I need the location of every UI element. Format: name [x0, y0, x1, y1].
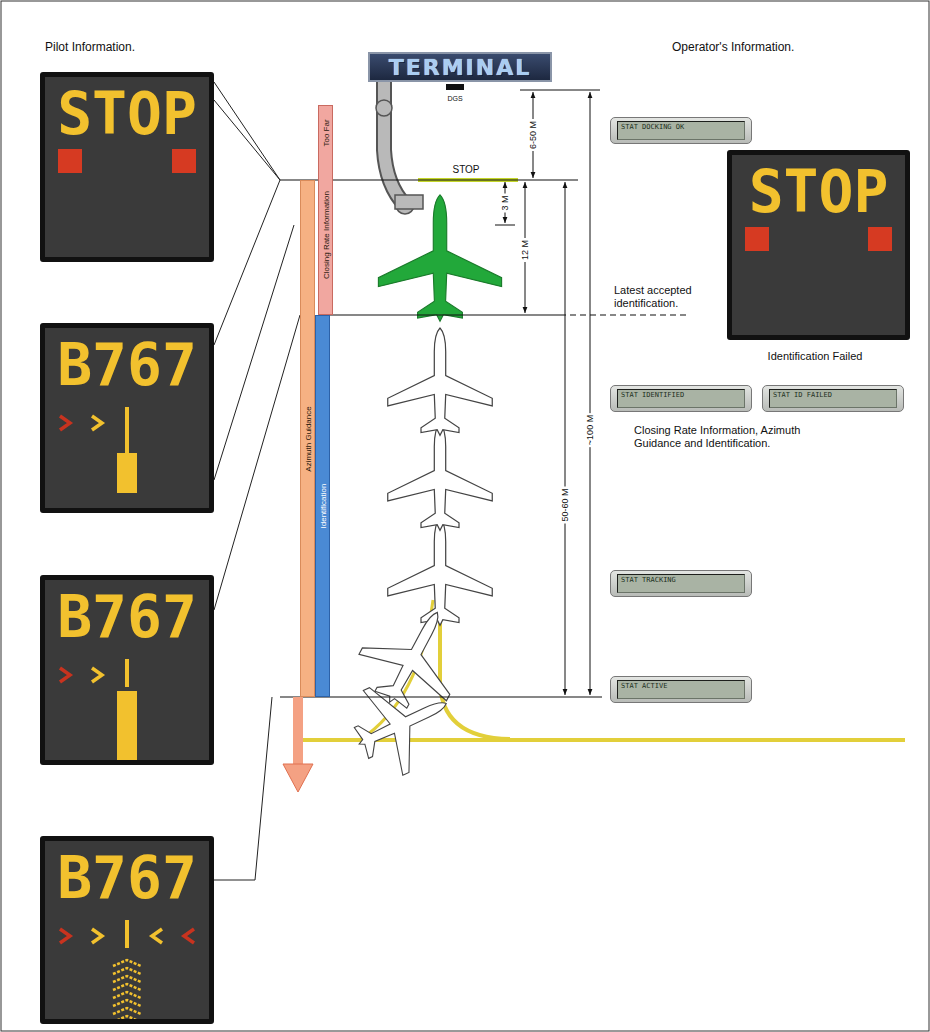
stop-lamp — [868, 227, 892, 251]
azimuth-arrow — [92, 668, 102, 682]
dimension: 6-50 M — [528, 119, 539, 151]
dimension: 12 M — [520, 238, 531, 262]
jet-bridge-rotunda — [376, 100, 392, 116]
approach-chevron — [113, 992, 141, 998]
status-screen: STAT ACTIVE — [610, 676, 752, 703]
display-panel: STOP — [40, 72, 214, 262]
stop-lamp — [58, 149, 82, 173]
leader-line — [214, 100, 280, 180]
dimension-line — [565, 182, 566, 695]
status-text: STAT DOCKING OK — [617, 121, 745, 140]
display-text: B767 — [45, 841, 209, 909]
direction-arrow — [293, 697, 303, 765]
aircraft — [388, 423, 493, 530]
dimension: 3 M — [500, 193, 511, 212]
azimuth-arrow — [92, 416, 102, 430]
terminal-text: TERMINAL — [389, 55, 532, 80]
reference-line — [520, 90, 600, 91]
leader-line — [214, 225, 294, 480]
zone-bar: Azimuth Guidance — [300, 180, 315, 697]
status-text: STAT IDENTIFIED — [617, 389, 745, 408]
aircraft — [346, 589, 481, 725]
section-heading: Operator's Information. — [672, 40, 794, 54]
reference-line — [560, 314, 690, 315]
zone-bar: Identification — [315, 315, 330, 697]
annotation: Closing Rate Information, Azimuth Guidan… — [634, 424, 809, 450]
zone-text: Closing Rate Information — [321, 191, 330, 279]
status-screen: STAT ID FAILED — [762, 385, 904, 412]
stop-lamp — [172, 149, 196, 173]
status-text: STAT TRACKING — [617, 574, 745, 593]
reference-line — [495, 225, 515, 226]
display-text: STOP — [45, 77, 209, 145]
approach-chevron — [113, 984, 141, 990]
dgs-unit — [446, 84, 464, 90]
azimuth-arrow — [60, 416, 70, 430]
aircraft — [388, 518, 493, 625]
status-screen: STAT IDENTIFIED — [610, 385, 752, 412]
azimuth-arrow — [152, 929, 162, 943]
approach-chevron — [113, 1016, 141, 1019]
centre-line — [125, 407, 129, 435]
reference-line — [330, 314, 560, 315]
section-heading: Pilot Information. — [45, 40, 135, 54]
approach-chevron — [113, 960, 141, 966]
display-text: STOP — [732, 155, 905, 223]
unit-label: DGS — [447, 95, 462, 103]
azimuth-arrow — [184, 929, 194, 943]
zone-bar: Closing Rate Information Too Far — [318, 105, 333, 315]
dimension: 50-60 M — [560, 486, 571, 523]
centre-line — [125, 920, 129, 948]
aircraft — [388, 328, 493, 435]
stop-label: STOP — [452, 164, 479, 176]
status-text: STAT ID FAILED — [769, 389, 897, 408]
jet-bridge-cab — [395, 195, 423, 209]
closing-rate-bar — [125, 435, 129, 453]
terminal-sign: TERMINAL — [368, 52, 552, 82]
docked-aircraft — [378, 195, 501, 322]
display-text: B767 — [45, 580, 209, 648]
centre-line — [125, 659, 129, 687]
status-text: STAT ACTIVE — [617, 680, 745, 699]
direction-arrow — [283, 764, 313, 792]
annotation: Identification Failed — [768, 350, 863, 363]
approach-chevron — [113, 1000, 141, 1006]
display-panel: B767 — [40, 575, 214, 765]
display-panel: STOP — [727, 150, 910, 340]
leader-line — [214, 697, 272, 880]
approach-chevron — [113, 968, 141, 974]
display-panel: B767 — [40, 836, 214, 1024]
display-text: B767 — [45, 328, 209, 396]
closing-rate-bar — [117, 691, 137, 760]
azimuth-arrow — [60, 668, 70, 682]
status-screen: STAT TRACKING — [610, 570, 752, 597]
taxiway-line — [300, 738, 905, 742]
status-screen: STAT DOCKING OK — [610, 117, 752, 144]
zone-text: Too Far — [321, 119, 330, 146]
zone-text: Azimuth Guidance — [303, 406, 312, 471]
closing-rate-bar — [117, 453, 137, 493]
display-panel: B767 — [40, 323, 214, 513]
dimension-line — [590, 92, 591, 695]
zone-text: Identification — [318, 484, 327, 529]
azimuth-arrow — [92, 929, 102, 943]
leader-line — [214, 82, 280, 180]
azimuth-arrow — [60, 929, 70, 943]
dimension: ~100 M — [585, 413, 596, 447]
leader-line — [214, 180, 280, 345]
approach-chevron — [113, 1008, 141, 1014]
leader-line — [214, 315, 300, 610]
stop-lamp — [745, 227, 769, 251]
approach-chevron — [113, 976, 141, 982]
annotation: Latest accepted identification. — [614, 284, 724, 310]
